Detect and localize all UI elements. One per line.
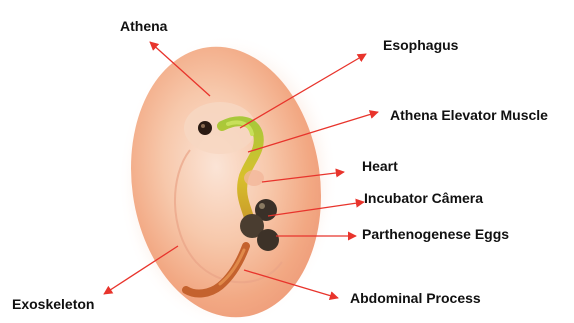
label-athena: Athena (120, 18, 167, 34)
label-parthenogenese-eggs: Parthenogenese Eggs (362, 226, 509, 242)
label-exoskeleton: Exoskeleton (12, 296, 94, 312)
specimen-image (114, 34, 338, 323)
label-heart: Heart (362, 158, 398, 174)
label-incubator-camera: Incubator Câmera (364, 190, 483, 206)
eye-highlight (201, 124, 205, 128)
label-esophagus: Esophagus (383, 37, 458, 53)
label-athena-elevator-muscle: Athena Elevator Muscle (390, 107, 548, 123)
compound-eye (198, 121, 212, 135)
heart-area (244, 170, 264, 186)
egg-highlight (259, 203, 265, 209)
label-abdominal-process: Abdominal Process (350, 290, 481, 306)
egg-3 (257, 229, 279, 251)
